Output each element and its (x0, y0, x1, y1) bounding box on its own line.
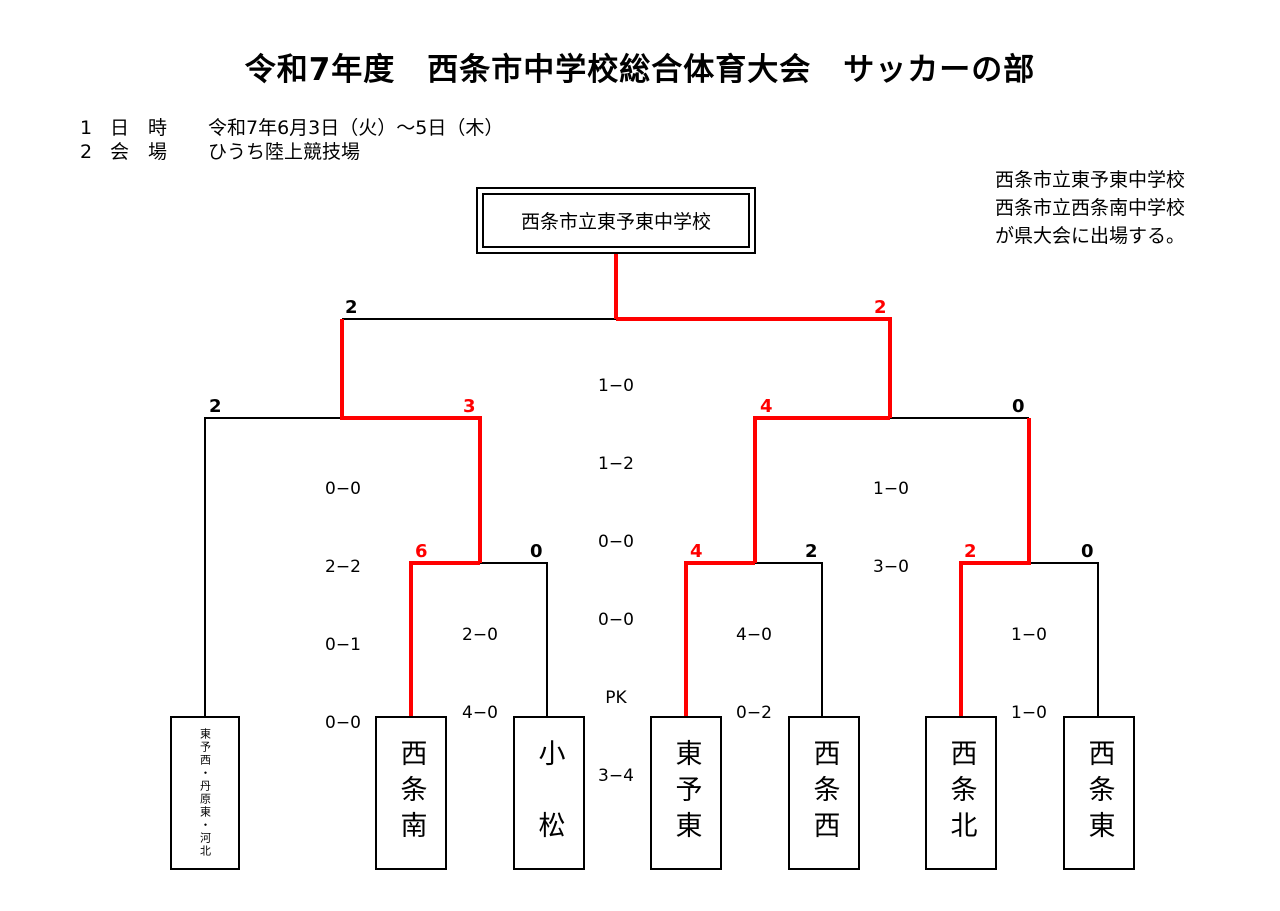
team-box-komatsu: 小 松 (513, 716, 585, 870)
qf3-win-path (959, 418, 1031, 716)
team-box-saijohigashi: 西条東 (1063, 716, 1135, 870)
team-box-toyohigashi: 東予東 (650, 716, 722, 870)
champion-name: 西条市立東予東中学校 (482, 193, 750, 248)
score-final-left: 2 (345, 297, 358, 318)
result-semi2: 1−0 3−0 (861, 424, 921, 606)
result-line: 0−0 (598, 610, 634, 630)
score-final-right: 2 (874, 297, 887, 318)
result-line: 2−0 (462, 625, 498, 645)
qf2-win-path (684, 561, 755, 716)
score-semi2-left: 4 (760, 396, 773, 417)
result-line: 1−0 (1011, 625, 1047, 645)
note-line: が県大会に出場する。 (994, 225, 1185, 247)
result-line: 1−2 (598, 454, 634, 474)
info-venue-value: ひうち陸上競技場 (208, 141, 361, 163)
team-name: 西条西 (808, 739, 840, 847)
team-name: 東予西・丹原東・河北 (198, 728, 212, 858)
semi1-left-line (204, 417, 342, 716)
team-box-saijominami: 西条南 (375, 716, 447, 870)
score-qf2-left: 4 (690, 541, 703, 562)
score-semi2-right: 0 (1012, 396, 1025, 417)
result-line: 3−0 (873, 557, 909, 577)
result-line: 0−0 (325, 479, 361, 499)
semi2-win-path (753, 416, 890, 563)
info-date-num: 1 (80, 117, 93, 139)
note-line: 西条市立東予東中学校 (994, 169, 1185, 191)
info-date-label: 日 時 (110, 117, 168, 139)
team-name: 西条東 (1083, 739, 1115, 847)
result-final: 1−0 1−2 0−0 0−0 PK 3−4 (586, 321, 646, 815)
team-name: 西条北 (945, 739, 977, 847)
result-line: 0−1 (325, 635, 361, 655)
result-qf3: 1−0 1−0 (999, 570, 1059, 752)
info-venue-label: 会 場 (110, 141, 168, 163)
note-line: 西条市立西条南中学校 (994, 197, 1185, 219)
qf1-right-line (480, 562, 548, 716)
score-qf1-right: 0 (530, 541, 543, 562)
champion-box: 西条市立東予東中学校 (476, 187, 756, 254)
result-line: 3−4 (598, 766, 634, 786)
score-qf1-left: 6 (415, 541, 428, 562)
score-semi1-right: 3 (463, 396, 476, 417)
team-box-saijokita: 西条北 (925, 716, 997, 870)
team-name: 小 松 (533, 739, 565, 847)
result-line: 1−0 (1011, 703, 1047, 723)
qf3-right-line (1029, 562, 1099, 716)
score-qf2-right: 2 (805, 541, 818, 562)
info-date-value: 令和7年6月3日（火）～5日（木） (208, 117, 504, 139)
qf1-win-path (409, 561, 480, 716)
result-line: 4−0 (462, 703, 498, 723)
result-line: 1−0 (873, 479, 909, 499)
result-semi1: 0−0 2−2 0−1 0−0 (313, 424, 373, 762)
team-box-saijonishi: 西条西 (788, 716, 860, 870)
team-name: 東予東 (670, 739, 702, 847)
result-qf2: 4−0 0−2 (724, 570, 784, 752)
bracket-black-lines (204, 318, 1099, 716)
score-qf3-right: 0 (1081, 541, 1094, 562)
result-line: PK (605, 688, 627, 708)
bracket-winning-path (340, 254, 1031, 716)
qf2-right-line (755, 562, 823, 716)
team-box-tohonishi-tanbarahigashi-kawakita: 東予西・丹原東・河北 (170, 716, 240, 870)
result-qf1: 2−0 4−0 (450, 570, 510, 752)
result-line: 1−0 (598, 376, 634, 396)
result-line: 0−0 (598, 532, 634, 552)
result-line: 4−0 (736, 625, 772, 645)
score-semi1-left: 2 (209, 396, 222, 417)
score-qf3-left: 2 (964, 541, 977, 562)
result-line: 0−2 (736, 703, 772, 723)
team-name: 西条南 (395, 739, 427, 847)
semi1-win-path (340, 319, 482, 563)
result-line: 2−2 (325, 557, 361, 577)
result-line: 0−0 (325, 713, 361, 733)
final-win-right (616, 317, 892, 418)
page-title: 令和7年度 西条市中学校総合体育大会 サッカーの部 (244, 52, 1036, 88)
qualification-note: 西条市立東予東中学校 西条市立西条南中学校 が県大会に出場する。 (950, 166, 1230, 250)
info-venue-num: 2 (80, 141, 93, 163)
